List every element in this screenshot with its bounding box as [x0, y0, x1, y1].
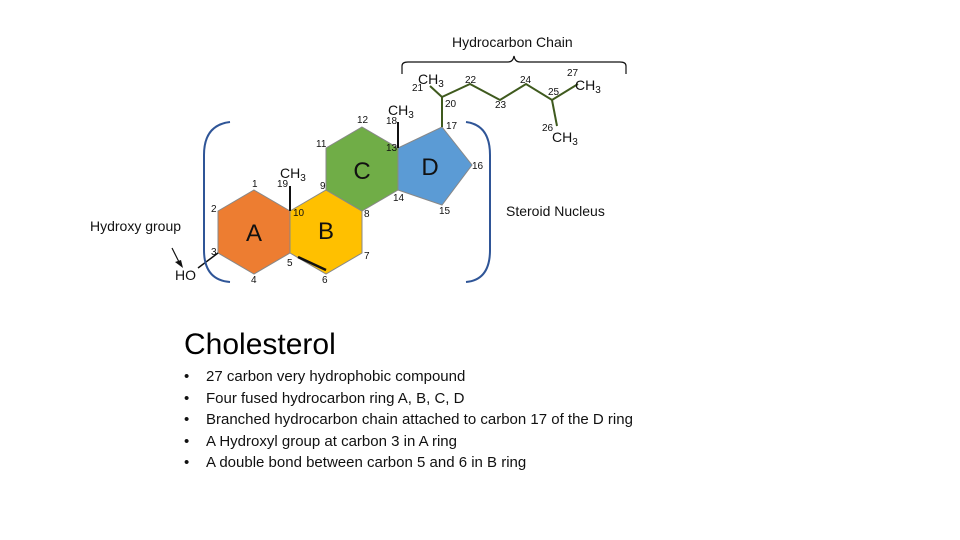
carbon-number: 16 [472, 161, 484, 172]
hydroxy-arrow-head [175, 260, 183, 268]
ch3-21-label: CH3 [418, 71, 444, 90]
carbon-number: 8 [364, 209, 370, 220]
carbon-number: 11 [316, 139, 327, 150]
carbon-number: 12 [357, 115, 369, 126]
carbon-number: 13 [386, 143, 398, 154]
carbon-number: 17 [446, 121, 458, 132]
hydroxy-group-label: Hydroxy group [90, 218, 181, 234]
list-item: 27 carbon very hydrophobic compound [184, 366, 633, 388]
nucleus-bracket-left [203, 121, 231, 283]
ch3-18-label: CH3 [388, 102, 414, 121]
ch3-27-label: CH3 [575, 77, 601, 96]
carbon-number: 15 [439, 206, 451, 217]
ring-d-label: D [421, 154, 438, 181]
carbon-number: 21 [412, 83, 424, 94]
list-item: A Hydroxyl group at carbon 3 in A ring [184, 431, 633, 453]
hydrocarbon-chain-brace [401, 55, 627, 74]
carbon-number: 25 [548, 87, 560, 98]
chain-branch-26 [551, 99, 558, 127]
steroid-nucleus-label: Steroid Nucleus [506, 203, 605, 219]
list-item: Four fused hydrocarbon ring A, B, C, D [184, 388, 633, 410]
carbon-number: 6 [322, 275, 328, 286]
carbon-number: 24 [520, 75, 532, 86]
carbon-number: 19 [277, 179, 289, 190]
fact-list: 27 carbon very hydrophobic compound Four… [184, 366, 633, 474]
double-bond [297, 255, 327, 272]
chain-branch-21 [429, 85, 443, 98]
carbon-number: 1 [252, 179, 258, 190]
carbon-number: 14 [393, 193, 405, 204]
page-title: Cholesterol [184, 328, 336, 361]
ring-b-label: B [318, 218, 334, 245]
hydrocarbon-chain-label: Hydrocarbon Chain [452, 34, 573, 50]
ch3-26-label: CH3 [552, 129, 578, 148]
carbon-number: 4 [251, 275, 257, 286]
carbon-number: 18 [386, 116, 398, 127]
hydroxy-bond [197, 252, 219, 269]
ring-d [397, 126, 473, 206]
carbon-number: 22 [465, 75, 477, 86]
carbon-number: 26 [542, 123, 554, 134]
list-item: Branched hydrocarbon chain attached to c… [184, 409, 633, 431]
carbon-number: 27 [567, 68, 579, 79]
carbon-number: 3 [211, 247, 217, 258]
carbon-number: 10 [293, 208, 305, 219]
carbon-number: 5 [287, 258, 293, 269]
carbon-number: 9 [320, 181, 326, 192]
carbon-number: 7 [364, 251, 370, 262]
nucleus-bracket-right [465, 121, 491, 283]
ch3-19-label: CH3 [280, 165, 306, 184]
carbon-number: 23 [495, 100, 507, 111]
list-item: A double bond between carbon 5 and 6 in … [184, 452, 633, 474]
ring-c-label: C [353, 158, 370, 185]
ring-a-label: A [246, 220, 262, 247]
cholesterol-structure-diagram: A B C D Hydrocarbon Chain Steroid Nucleu… [90, 34, 627, 286]
carbon-number: 20 [445, 99, 457, 110]
ho-label: HO [175, 267, 196, 283]
carbon-number: 2 [211, 204, 217, 215]
